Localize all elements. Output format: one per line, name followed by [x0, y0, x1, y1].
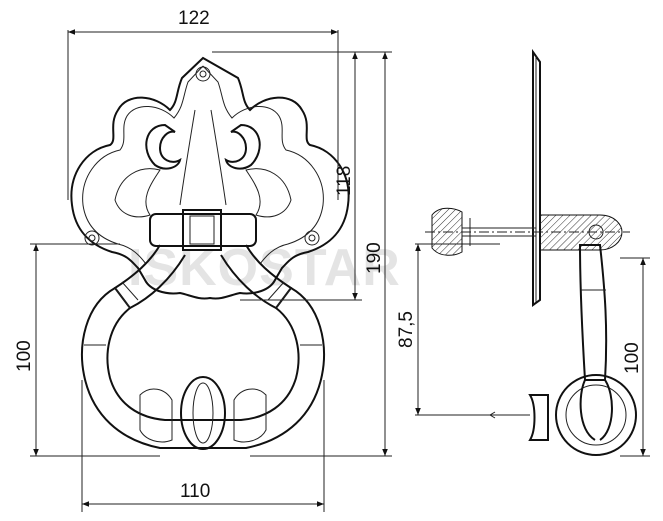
striker-stud — [528, 394, 549, 441]
dim-top-width: 122 — [178, 8, 210, 29]
dim-offset: 87,5 — [396, 311, 417, 348]
hinge-block — [149, 213, 257, 247]
mount-hole-right — [304, 230, 320, 246]
side-view: 100 — [425, 48, 650, 457]
dim-ring-height-right: 100 — [622, 342, 643, 374]
striker-bead — [180, 376, 226, 450]
lower-scroll-right — [245, 168, 292, 218]
arm-band-right — [267, 281, 292, 309]
side-back-plate — [532, 48, 541, 307]
side-knocker-arm — [578, 244, 608, 381]
hinge-center-inner — [189, 215, 215, 245]
striker-bead-inner — [192, 382, 214, 444]
center-stem — [179, 109, 227, 206]
mount-hole-right-inner — [308, 234, 316, 242]
back-plate-inner-right — [202, 65, 324, 265]
knocker-ring-inner — [106, 307, 300, 421]
hinge-pivot — [588, 224, 604, 240]
front-dimensions: 122 118 190 87,5 100 110 — [14, 8, 500, 512]
front-view — [70, 56, 350, 450]
dim-ring-height-left: 100 — [14, 340, 35, 372]
hinge-center — [182, 209, 222, 251]
mount-hole-top — [195, 66, 211, 82]
side-ring-neck — [579, 379, 613, 441]
dim-total-height: 190 — [364, 242, 385, 274]
mount-hole-left-inner — [88, 234, 96, 242]
side-ring-inner — [565, 384, 627, 446]
dim-plate-height: 118 — [334, 166, 355, 196]
lower-scroll-left — [114, 168, 161, 218]
hinge-body-section — [539, 214, 623, 251]
striker-collar-right — [233, 388, 267, 443]
striker-collar-left — [139, 388, 173, 443]
mount-hole-left — [84, 230, 100, 246]
back-plate-outline — [70, 56, 350, 300]
arm-band-left — [114, 281, 139, 309]
side-ring-outer — [555, 374, 637, 456]
back-plate-inner — [82, 65, 204, 265]
scroll-cutout-left — [145, 123, 182, 170]
scroll-cutout-right — [224, 123, 261, 170]
dim-ring-width: 110 — [180, 481, 210, 502]
knocker-ring-outer — [81, 287, 325, 449]
mount-hole-top-inner — [199, 70, 207, 78]
striker-nail-tip — [489, 411, 496, 419]
